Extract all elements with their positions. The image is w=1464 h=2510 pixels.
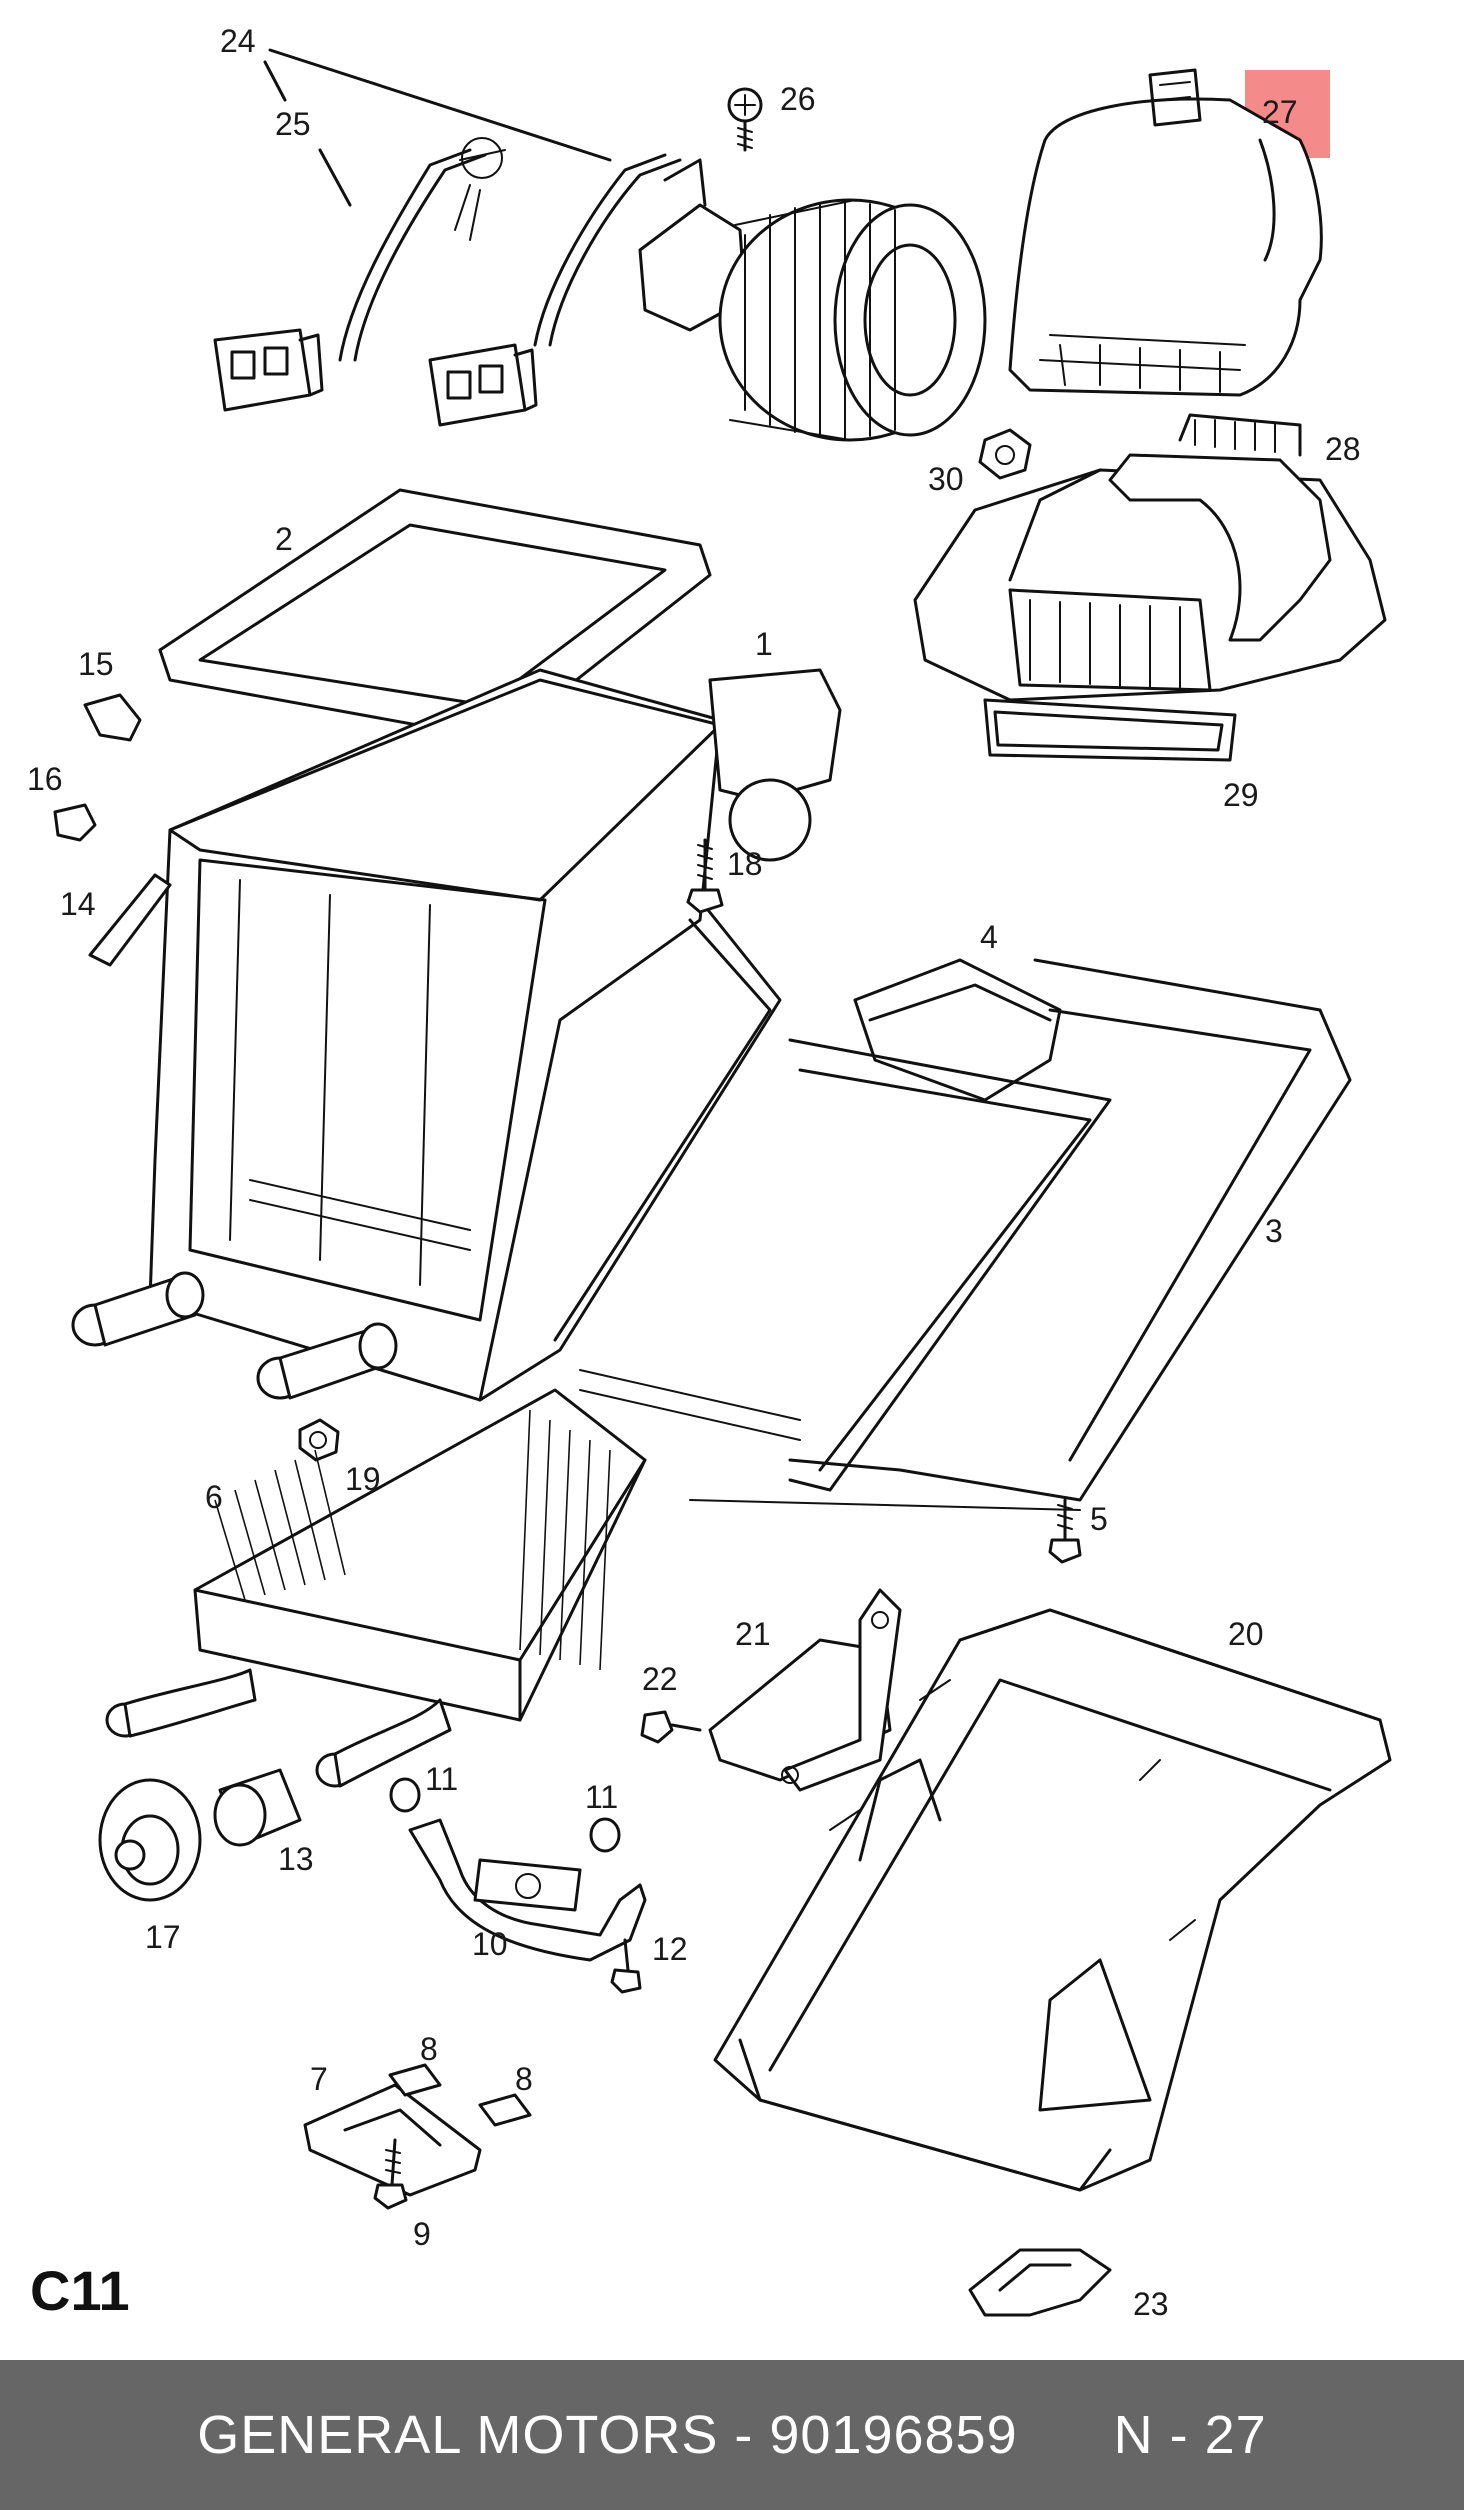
heater-core-6 [105,1388,647,1788]
callout-28: 28 [1325,431,1361,467]
clip-16 [53,803,97,842]
callout-23: 23 [1133,2286,1169,2322]
footer-position: N - 27 [1113,2405,1267,2465]
callout-2: 2 [275,521,293,557]
clip-11-right [589,1817,621,1853]
callout-12: 12 [652,1931,688,1967]
callout-9: 9 [413,2216,431,2252]
bush-13 [213,1768,302,1847]
callout-21: 21 [735,1616,771,1652]
callout-8-right: 8 [515,2061,533,2097]
pad-8-right [478,2093,532,2127]
callout-29: 29 [1223,777,1259,813]
upper-blower-housing-27 [1008,68,1330,397]
air-distribution-housing-20 [713,1608,1392,2192]
pad-8-left [388,2063,442,2097]
cover-23 [968,2248,1112,2317]
wiring-harness-24-25 [213,48,682,427]
callout-19: 19 [345,1461,381,1497]
callout-15: 15 [78,646,114,682]
callout-25: 25 [275,106,311,142]
callout-26: 26 [780,81,816,117]
callout-6: 6 [205,1479,223,1515]
grommet-17 [98,1778,202,1902]
screw-9 [373,2138,408,2210]
callout-14: 14 [60,886,96,922]
bracket-7 [303,2083,482,2197]
section-code: C11 [30,2259,130,2322]
callout-22: 22 [642,1661,678,1697]
callout-5: 5 [1090,1501,1108,1537]
callout-11-right: 11 [585,1779,618,1815]
screw-26 [727,87,763,152]
callout-17: 17 [145,1919,181,1955]
footer-gap [1018,2405,1114,2465]
blower-motor-fan [638,158,987,442]
bracket-10 [408,1818,647,1962]
callout-10: 10 [472,1926,508,1962]
callout-8-left: 8 [420,2031,438,2067]
air-duct-4 [853,958,1062,1102]
gasket-29 [983,698,1237,762]
callout-27: 27 [1262,94,1298,130]
lower-blower-housing-28 [913,413,1387,702]
footer-brand: GENERAL MOTORS [197,2405,719,2465]
clip-15 [83,693,142,742]
callout-labels: 24 25 26 27 28 30 29 2 1 15 16 14 18 4 3… [27,23,1361,2322]
exploded-parts-diagram: 24 25 26 27 28 30 29 2 1 15 16 14 18 4 3… [27,23,1392,2322]
callout-20: 20 [1228,1616,1264,1652]
nut-19 [298,1418,340,1462]
callout-13: 13 [278,1841,314,1877]
footer-bar: GENERAL MOTORS - 90196859 N - 27 [0,2360,1464,2510]
callout-1: 1 [755,626,773,662]
callout-16: 16 [27,761,63,797]
clip-11-left [389,1777,421,1813]
callout-24: 24 [220,23,256,59]
screw-12 [610,1938,642,1994]
mounting-frame-3 [579,958,1352,1511]
heater-housing-1 [71,668,842,1402]
callout-4: 4 [980,919,998,955]
screw-18 [686,838,724,914]
footer-text: GENERAL MOTORS - 90196859 N - 27 [197,2404,1266,2466]
callout-7: 7 [310,2061,328,2097]
footer-separator: - [718,2405,770,2465]
screw-22 [640,1710,702,1744]
clip-14 [88,873,172,967]
nut-30 [978,428,1032,480]
callout-3: 3 [1265,1213,1283,1249]
bracket-21 [708,1588,902,1792]
footer-part-number: 90196859 [769,2405,1018,2465]
callout-11-left: 11 [425,1761,458,1797]
callout-18: 18 [727,846,763,882]
callout-30: 30 [928,461,964,497]
screw-5 [1048,1498,1082,1564]
